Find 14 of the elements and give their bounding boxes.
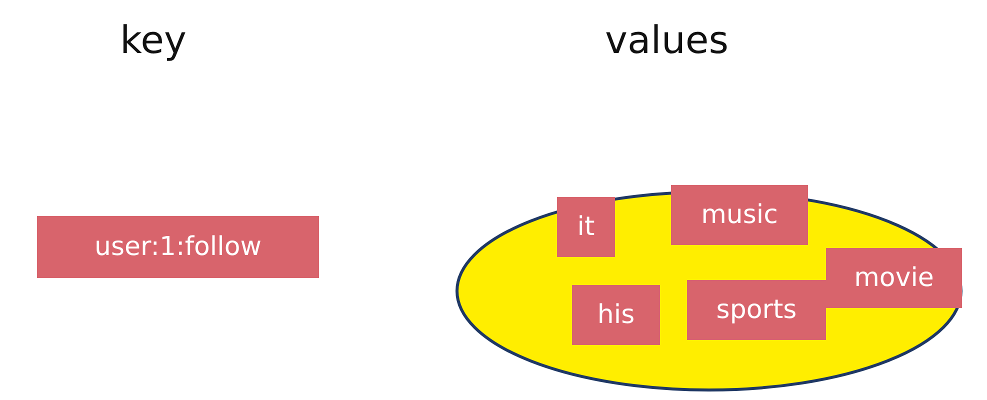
key-box [37, 216, 319, 278]
key-text: user:1:follow [94, 232, 262, 262]
heading-label: key [120, 18, 187, 62]
value-box [687, 280, 826, 340]
value-box [826, 248, 962, 308]
value-box [671, 185, 808, 245]
value-box [572, 285, 660, 345]
value-text: it [577, 212, 595, 242]
value-text: music [701, 200, 778, 230]
value-box [557, 197, 615, 257]
value-text: movie [854, 263, 934, 293]
value-text: his [597, 300, 635, 330]
heading-label: values [605, 18, 729, 62]
value-text: sports [716, 295, 797, 325]
